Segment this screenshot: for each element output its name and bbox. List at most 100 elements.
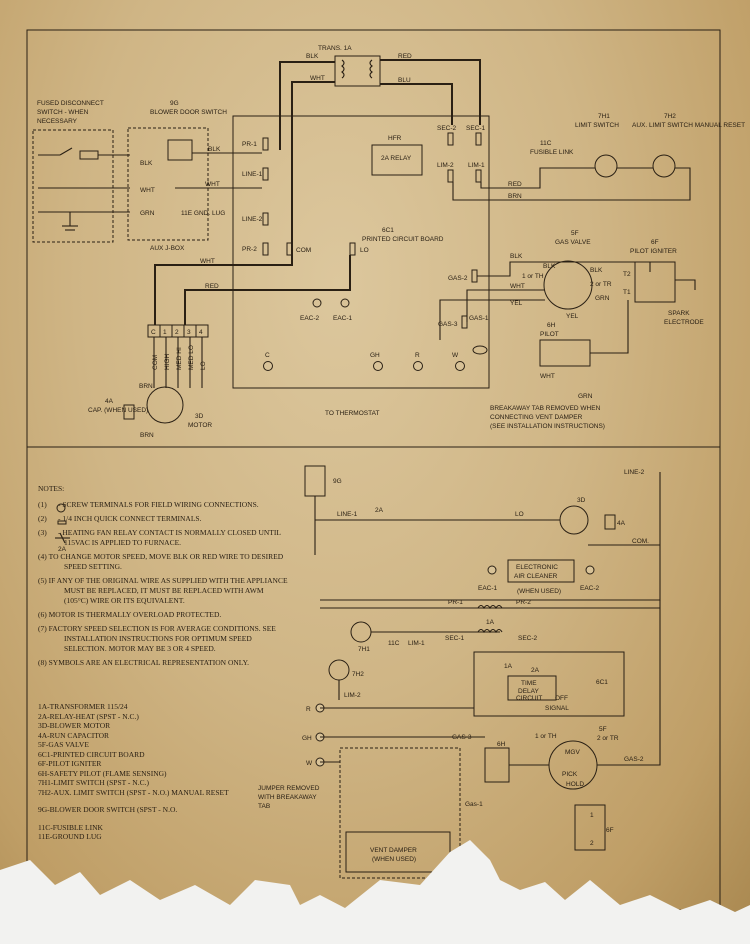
term-line1-tab <box>262 167 269 181</box>
term-lim2: LIM-2 <box>437 162 454 169</box>
gas-valve-5f <box>543 260 593 310</box>
ladder-valve-one: 1 or TH <box>535 733 557 740</box>
note-7-text: FACTORY SPEED SELECTION IS FOR AVERAGE C… <box>48 624 276 653</box>
note-5: (5) IF ANY OF THE ORIGINAL WIRE AS SUPPL… <box>38 576 288 606</box>
board-label: PRINTED CIRCUIT BOARD <box>362 236 444 243</box>
note-1-num: (1) <box>38 500 47 509</box>
aux-limit-ref: 7H2 <box>664 113 676 120</box>
breakaway-label-1: BREAKAWAY TAB REMOVED WHEN <box>490 405 601 412</box>
wire-brn-limit <box>452 167 691 201</box>
motor-speed-high: HIGH <box>164 353 171 370</box>
ladder-pilot-box <box>484 747 510 783</box>
legend-gap <box>38 797 278 805</box>
disconnect-switch <box>38 147 130 231</box>
legend-item: 6F-PILOT IGNITER <box>38 759 102 768</box>
ladder-blower-ref: 9G <box>333 478 342 485</box>
blower-door-switch <box>167 139 193 161</box>
pilot-grn: GRN <box>578 393 593 400</box>
ladder-mgv: MGV <box>565 749 580 756</box>
aux-limit-label: AUX. LIMIT SWITCH MANUAL RESET <box>632 122 745 129</box>
svg-text:2A: 2A <box>58 546 67 553</box>
term-lim1: LIM-1 <box>468 162 485 169</box>
wire-label-wht-1: WHT <box>205 181 220 188</box>
igniter-t1: T1 <box>623 289 631 296</box>
spark-label-2: ELECTRODE <box>664 319 704 326</box>
term-r: R <box>415 352 420 359</box>
note-6-text: MOTOR IS THERMALLY OVERLOAD PROTECTED. <box>48 610 222 619</box>
ladder-air-cleaner-3: (WHEN USED) <box>517 588 561 595</box>
note-4-num: (4) <box>38 552 47 561</box>
term-com: COM <box>296 247 311 254</box>
ladder-eac1: EAC-1 <box>478 585 498 592</box>
legend-item: 7H1-LIMIT SWITCH (SPST - N.C.) <box>38 778 149 787</box>
ladder-fusible: 11C <box>388 640 400 647</box>
aux-limit-switch-7h2 <box>652 154 676 178</box>
gas-valve-blk: BLK <box>543 263 556 270</box>
jumper-label-1: JUMPER REMOVED <box>258 785 320 792</box>
breakaway-tab <box>472 345 488 355</box>
note-screw-icon <box>56 503 66 513</box>
jbox-wht: WHT <box>140 187 155 194</box>
note-6: (6) MOTOR IS THERMALLY OVERLOAD PROTECTE… <box>38 610 288 620</box>
pilot-igniter-6f <box>634 261 676 303</box>
ladder-limit-7h1 <box>350 621 372 643</box>
jbox-grn: GRN <box>140 210 155 217</box>
term-gas1: GAS-1 <box>469 315 489 322</box>
motor-brn-1: BRN <box>139 383 153 390</box>
wire-trans-blk <box>279 61 335 150</box>
motor-pin-4: 4 <box>199 329 203 336</box>
legend-item: 3D-BLOWER MOTOR <box>38 721 111 730</box>
disconnect-box <box>32 129 114 243</box>
ladder-signal: SIGNAL <box>545 705 569 712</box>
wire-label-wht-2: WHT <box>310 75 325 82</box>
wire-yel-gas <box>439 299 545 340</box>
ladder-board-ref: 6C1 <box>596 679 608 686</box>
term-pr2: PR-2 <box>242 246 257 253</box>
motor-label: MOTOR <box>188 422 212 429</box>
wire-trans-wht <box>291 81 335 245</box>
spark-label-1: SPARK <box>668 310 690 317</box>
wire-label-blk-3: BLK <box>510 253 523 260</box>
ladder-eac1-screw <box>487 565 497 575</box>
term-pr1: PR-1 <box>242 141 257 148</box>
igniter-label: PILOT IGNITER <box>630 248 677 255</box>
vent-label-1: VENT DAMPER <box>370 847 417 854</box>
motor-3d-symbol <box>146 386 184 424</box>
note-4: (4) TO CHANGE MOTOR SPEED, MOVE BLK OR R… <box>38 552 288 572</box>
ladder-trans: 1A <box>486 619 495 626</box>
aux-jbox-box <box>127 127 209 241</box>
motor-pin-c: C <box>151 329 156 336</box>
ladder-cap-ref: 4A <box>617 520 626 527</box>
pilot-label: PILOT <box>540 331 559 338</box>
ladder-line1: LINE-1 <box>337 511 358 518</box>
wire-red-motor <box>184 255 351 325</box>
note-2-num: (2) <box>38 514 47 523</box>
note-8-text: SYMBOLS ARE AN ELECTRICAL REPRESENTATION… <box>48 658 249 667</box>
term-line1: LINE-1 <box>242 171 263 178</box>
disconnect-label-2: SWITCH - WHEN <box>37 109 89 116</box>
wire-blk-gas <box>477 261 651 277</box>
ladder-blower-switch <box>304 465 326 497</box>
term-lim1-tab <box>475 169 482 183</box>
legend-item: 2A-RELAY-HEAT (SPST - N.C.) <box>38 711 139 721</box>
blower-switch-label: BLOWER DOOR SWITCH <box>150 109 227 116</box>
ladder-pr2: PR-2 <box>516 599 531 606</box>
note-7-num: (7) <box>38 624 47 633</box>
term-lo-tab <box>349 242 356 256</box>
ladder-gas1: Gas-1 <box>465 801 483 808</box>
wire-label-red-1: RED <box>398 53 412 60</box>
motor-speed-lo: LO <box>200 361 207 370</box>
ladder-pilot: 6H <box>497 741 506 748</box>
ladder-lo: LO <box>515 511 524 518</box>
note-3: (3) - HEATING FAN RELAY CONTACT IS NORMA… <box>38 528 288 548</box>
ladder-time-delay-3: CIRCUIT <box>516 695 542 702</box>
note-tab-icon <box>57 520 67 525</box>
ladder-aux-limit-ref: 7H2 <box>352 671 364 678</box>
term-gas3: GAS-3 <box>438 321 458 328</box>
note-5-num: (5) <box>38 576 47 585</box>
ladder-igniter-2: 2 <box>590 840 594 847</box>
breakaway-label-3: (SEE INSTALLATION INSTRUCTIONS) <box>490 423 605 430</box>
transformer-label: TRANS. 1A <box>318 45 352 52</box>
wire-wht-gas <box>466 289 545 322</box>
